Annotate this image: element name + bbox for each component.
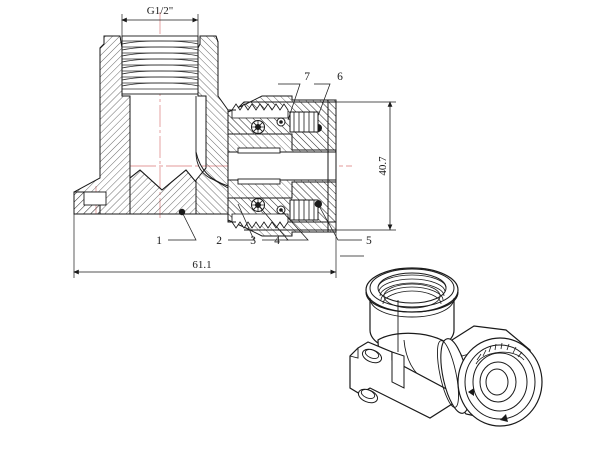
leader-5 xyxy=(317,203,362,241)
thread-size-label: G1/2" xyxy=(147,5,174,17)
body-bottom-section-mass xyxy=(129,169,197,215)
section-view-group: G1/2" 40.7 61.1 xyxy=(73,5,396,278)
iso-mounting-flange xyxy=(349,300,453,419)
flange-screw-hole-section xyxy=(83,191,107,206)
iso-grip-teeth xyxy=(475,342,525,365)
leader-7 xyxy=(278,83,301,121)
body-right-section-wall xyxy=(195,35,229,215)
leader-dot-5 xyxy=(314,200,322,208)
isometric-view-group xyxy=(340,255,543,427)
leader-4 xyxy=(280,209,309,241)
leader-2 xyxy=(228,203,255,241)
callout-label-3: 3 xyxy=(250,235,256,247)
iso-collet-face xyxy=(457,337,543,427)
callout-label-5: 5 xyxy=(366,235,372,247)
callout-label-6: 6 xyxy=(337,71,343,83)
compression-end-face xyxy=(327,99,337,233)
callout-leaders xyxy=(168,83,362,241)
leader-6 xyxy=(314,83,331,117)
compression-bore-void xyxy=(228,152,336,180)
overall-length-dimension: 61.1 xyxy=(73,214,337,278)
grip-ring-teeth-bottom xyxy=(231,213,289,229)
body-junction-outline xyxy=(195,110,229,222)
overall-length-label: 61.1 xyxy=(192,259,211,271)
thread-size-dimension: G1/2" xyxy=(121,5,199,36)
leader-1 xyxy=(168,211,197,241)
inner-support-sleeve xyxy=(237,147,281,185)
iso-vertical-socket xyxy=(365,267,459,353)
callout-label-2: 2 xyxy=(216,235,222,247)
callout-label-4: 4 xyxy=(274,235,280,247)
iso-face-mark-left xyxy=(468,388,474,396)
iso-face-mark-bottom xyxy=(500,414,508,422)
callout-labels: 1 2 3 4 5 7 6 xyxy=(156,71,372,247)
female-thread-detail xyxy=(121,35,199,95)
callout-label-7: 7 xyxy=(304,71,310,83)
leader-dot-1 xyxy=(178,208,186,216)
collet-spring-top xyxy=(289,111,319,133)
grip-ring-teeth-top xyxy=(231,103,289,119)
o-ring-seals-top xyxy=(251,120,265,134)
callout-label-1: 1 xyxy=(156,235,162,247)
socket-top-lip xyxy=(99,35,219,49)
overall-height-dimension: 40.7 xyxy=(336,101,396,231)
collet-spring-bottom xyxy=(289,199,319,221)
overall-height-label: 40.7 xyxy=(377,156,389,176)
bore-outlines xyxy=(129,96,229,214)
